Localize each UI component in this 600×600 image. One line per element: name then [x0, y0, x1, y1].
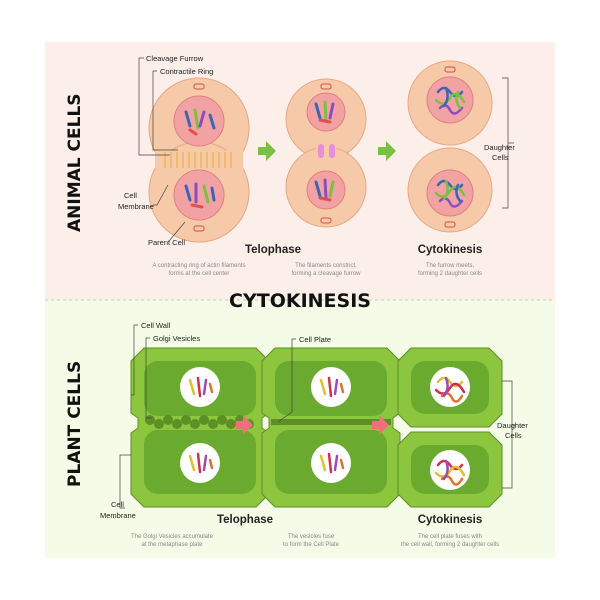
plant-desc-1-line1: The Golgi Vesicles accumulate: [131, 534, 214, 540]
label-daughter-cells-line1: Daughter: [484, 143, 515, 152]
label-plant-cell-membrane-line2: Membrane: [100, 511, 136, 520]
label-cell-wall: Cell Wall: [141, 321, 171, 330]
label-cell-membrane-line2: Membrane: [118, 202, 154, 211]
arrow-right-icon: [236, 415, 253, 435]
animal-desc-3-line2: forming 2 daughter cells: [418, 271, 482, 277]
label-cleavage-furrow: Cleavage Furrow: [146, 54, 204, 63]
animal-section-title: ANIMAL CELLS: [65, 93, 85, 232]
plant-desc-3-line2: the cell wall, forming 2 daughter cells: [401, 542, 499, 548]
plant-desc-2-line2: to form the Cell Plate: [283, 542, 340, 548]
main-title: CYTOKINESIS: [229, 290, 371, 312]
animal-desc-2-line2: forming a cleavage furrow: [291, 271, 361, 277]
arrow-right-icon: [372, 415, 389, 435]
label-parent-cell: Parent Cell: [148, 238, 185, 247]
label-plant-daughter-cells-line1: Daughter: [497, 421, 528, 430]
animal-desc-1-line2: forms at the cell center: [169, 271, 230, 277]
plant-stage-cytokinesis: Cytokinesis: [418, 514, 483, 526]
animal-desc-3-line1: The furrow meets,: [426, 263, 475, 269]
animal-desc-1-line1: A contracting ring of actin filaments: [152, 263, 245, 269]
animal-stage-telophase: Telophase: [245, 244, 301, 256]
plant-daughter-cells: [397, 347, 503, 508]
plant-stage-telophase: Telophase: [217, 514, 273, 526]
label-daughter-cells-line2: Cells: [492, 153, 509, 162]
plant-desc-3-line1: The cell plate fuses with: [418, 534, 482, 540]
plant-desc-1-line2: at the metaphase plate: [141, 542, 203, 548]
label-contractile-ring: Contractile Ring: [160, 67, 213, 76]
plant-telophase-cell-2: [261, 347, 401, 508]
plant-telophase-cell-1: [130, 347, 270, 508]
plant-section-title: PLANT CELLS: [65, 361, 85, 487]
label-plant-cell-membrane-line1: Cell: [111, 500, 124, 509]
animal-stage-cytokinesis: Cytokinesis: [418, 244, 483, 256]
animal-daughter-cells: [407, 60, 493, 233]
label-golgi-vesicles: Golgi Vesicles: [153, 334, 200, 343]
arrow-right-icon: [378, 141, 396, 161]
label-plant-daughter-cells-line2: Cells: [505, 431, 522, 440]
plant-desc-2-line1: The vesicles fuse: [288, 534, 335, 540]
arrow-right-icon: [258, 141, 276, 161]
animal-desc-2-line1: The filaments constrict,: [295, 263, 357, 269]
label-cell-membrane-line1: Cell: [124, 191, 137, 200]
label-cell-plate: Cell Plate: [299, 335, 331, 344]
animal-telophase-cell-1: [148, 77, 250, 243]
animal-telophase-cell-2: [285, 78, 367, 228]
